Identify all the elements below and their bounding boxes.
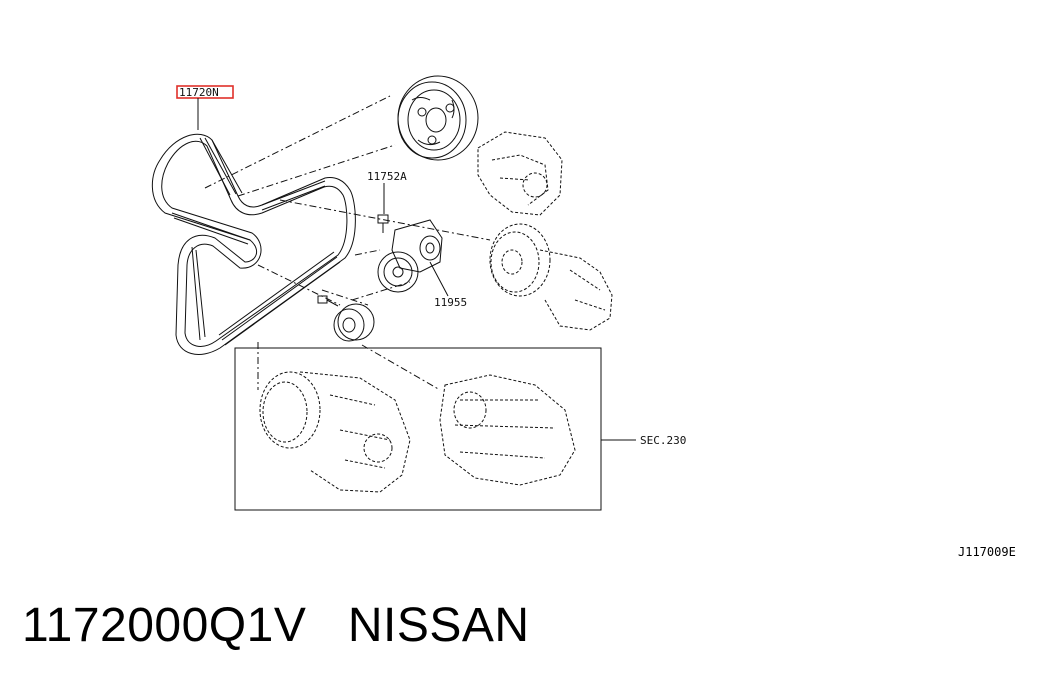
tensioner-callout[interactable]: 11955 (429, 261, 467, 309)
belt-callout-label: 11720N (179, 86, 219, 99)
crankshaft-pulley (489, 223, 613, 331)
part-caption: 1172000Q1V NISSAN (22, 598, 530, 653)
leader-lines (204, 95, 491, 391)
drive-belt[interactable] (151, 133, 356, 355)
belt-tensioner (377, 219, 443, 293)
tensioner-bolt-callout-label: 11752A (367, 170, 407, 183)
accessory-box (234, 347, 602, 511)
belt-callout[interactable]: 11720N (176, 85, 234, 130)
ac-compressor (259, 371, 411, 493)
power-steering-pulley (397, 75, 479, 161)
part-number: 1172000Q1V (22, 599, 307, 652)
tensioner-callout-label: 11955 (434, 296, 467, 309)
idler-pulley (317, 295, 375, 342)
caption-spacer (306, 599, 348, 652)
power-steering-pump (477, 131, 563, 216)
tensioner-bolt-callout[interactable]: 11752A (367, 170, 407, 214)
figure-code: J117009E (958, 545, 1016, 559)
brand-name: NISSAN (347, 599, 530, 652)
section-callout-label: SEC.230 (640, 434, 686, 447)
alternator (439, 374, 576, 486)
section-callout[interactable]: SEC.230 (601, 434, 686, 447)
tensioner-bolt (377, 214, 389, 233)
